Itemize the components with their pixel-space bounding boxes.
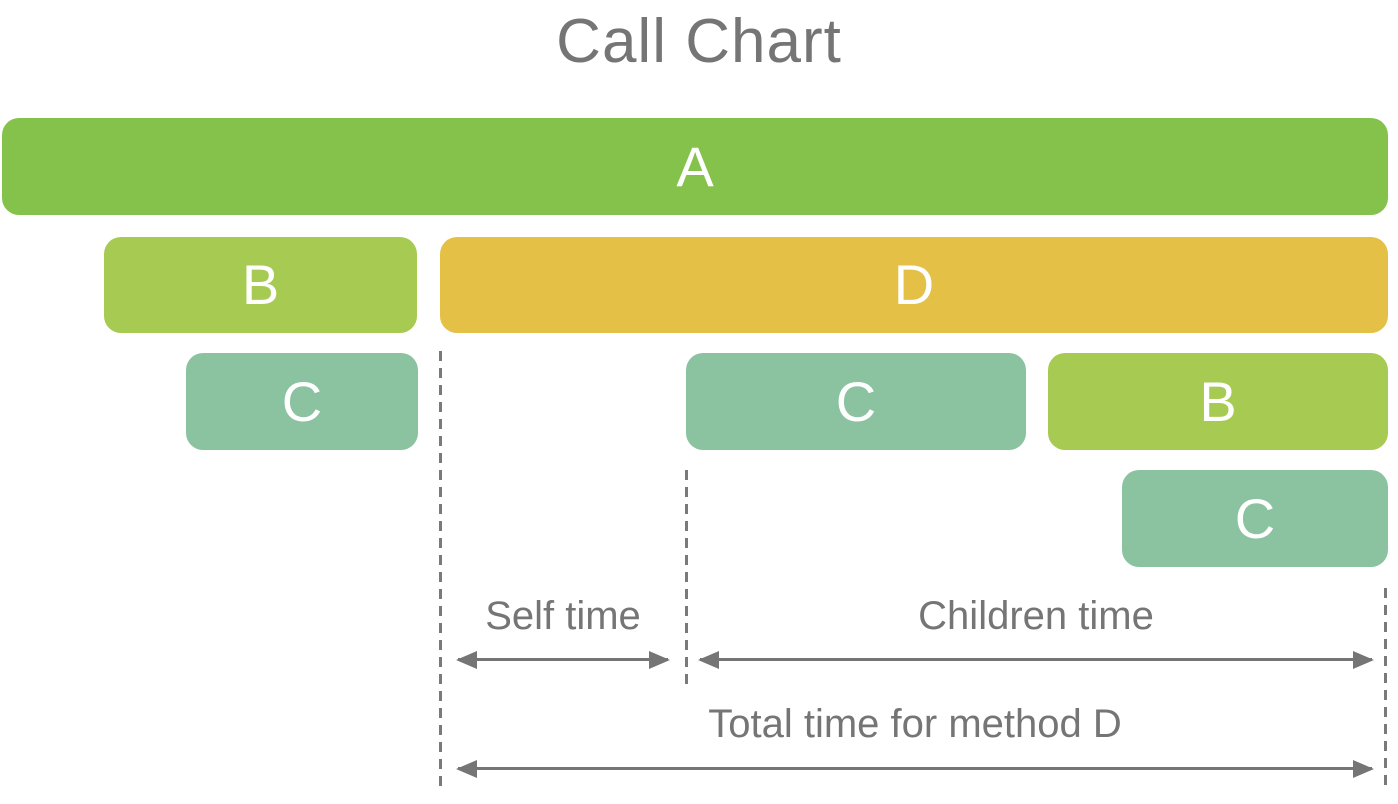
bar-label: A <box>676 134 714 198</box>
total-time-arrow <box>458 767 1372 770</box>
guide-method-d-start <box>439 351 442 792</box>
bar-label: B <box>1199 369 1237 433</box>
guide-method-d-end <box>1384 588 1387 792</box>
bar-label: D <box>893 253 935 316</box>
bar-label: C <box>1234 486 1276 550</box>
call-bar-b: B <box>104 237 417 333</box>
call-bar-a: A <box>2 118 1388 215</box>
bar-label: C <box>281 369 323 433</box>
bar-label: B <box>241 253 280 316</box>
guide-children-start <box>685 470 688 686</box>
children-time-label: Children time <box>918 594 1154 638</box>
call-bar-b2: B <box>1048 353 1388 450</box>
call-bar-c3: C <box>1122 470 1388 567</box>
self-time-label: Self time <box>485 594 641 638</box>
total-time-label: Total time for method D <box>708 702 1122 746</box>
bar-label: C <box>835 369 877 433</box>
call-bar-d: D <box>440 237 1388 333</box>
call-bar-c2: C <box>686 353 1026 450</box>
chart-title: Call Chart <box>556 7 842 76</box>
children-time-arrow <box>700 658 1372 661</box>
call-bar-c1: C <box>186 353 418 450</box>
self-time-arrow <box>458 658 668 661</box>
